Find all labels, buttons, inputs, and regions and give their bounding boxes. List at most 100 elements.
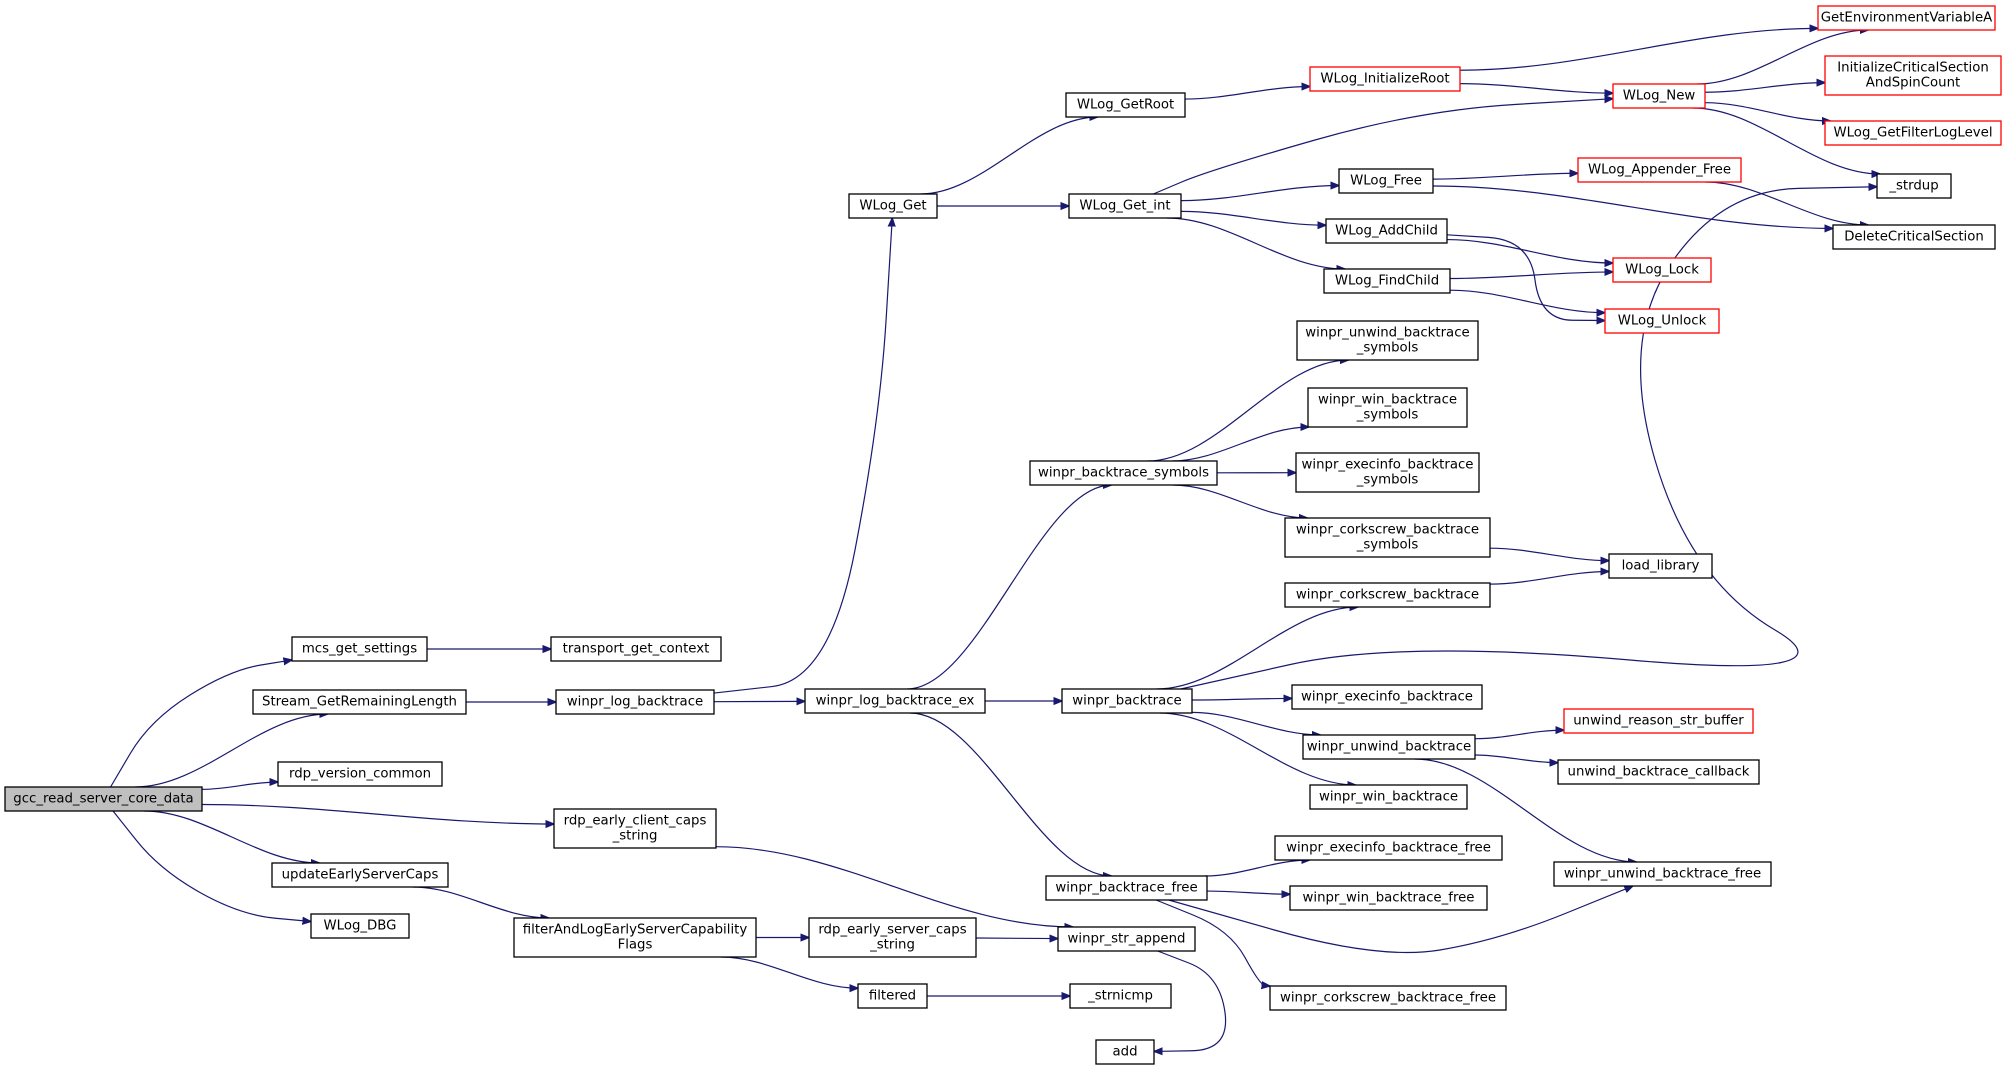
node-label: winpr_backtrace bbox=[1072, 694, 1181, 709]
node-getenvironmentvariablea[interactable]: GetEnvironmentVariableA bbox=[1817, 5, 1996, 31]
node-wlog-initializeroot[interactable]: WLog_InitializeRoot bbox=[1309, 66, 1461, 92]
node-updateearlyservercaps[interactable]: updateEarlyServerCaps bbox=[271, 862, 449, 888]
node-winpr-log-backtrace-ex[interactable]: winpr_log_backtrace_ex bbox=[804, 688, 986, 714]
edge-WLog_New-to-InitializeCriticalSectionAndSpinCount bbox=[1704, 83, 1825, 93]
node-winpr-corkscrew-backtrace-symbols[interactable]: winpr_corkscrew_backtrace_symbols bbox=[1284, 517, 1491, 558]
edge-gcc_read_server_core_data-to-rdp_early_client_caps_string bbox=[201, 803, 554, 824]
node-wlog-getroot[interactable]: WLog_GetRoot bbox=[1065, 92, 1186, 118]
edge-WLog_FindChild-to-WLog_Unlock bbox=[1449, 289, 1605, 313]
node-box bbox=[1284, 517, 1491, 558]
node-winpr-win-backtrace-free[interactable]: winpr_win_backtrace_free bbox=[1289, 885, 1488, 911]
node-wlog-getfilterloglevel[interactable]: WLog_GetFilterLogLevel bbox=[1824, 120, 2002, 146]
node-transport-get-context[interactable]: transport_get_context bbox=[550, 636, 722, 662]
edge-WLog_FindChild-to-WLog_Lock bbox=[1449, 272, 1613, 280]
node-filtered[interactable]: filtered bbox=[857, 983, 928, 1009]
node-label: unwind_reason_str_buffer bbox=[1573, 714, 1744, 729]
node-label: _symbols bbox=[1356, 473, 1419, 488]
node-wlog-get-int[interactable]: WLog_Get_int bbox=[1068, 193, 1182, 219]
node-unwind-backtrace-callback[interactable]: unwind_backtrace_callback bbox=[1557, 759, 1760, 785]
node--strnicmp[interactable]: _strnicmp bbox=[1069, 983, 1172, 1009]
node-wlog-appender-free[interactable]: WLog_Appender_Free bbox=[1577, 157, 1742, 183]
node-box bbox=[1302, 734, 1476, 760]
node-label: WLog_DBG bbox=[324, 919, 397, 934]
node-winpr-execinfo-backtrace-symbols[interactable]: winpr_execinfo_backtrace_symbols bbox=[1295, 452, 1480, 493]
node-winpr-win-backtrace[interactable]: winpr_win_backtrace bbox=[1309, 784, 1468, 810]
edge-filterAndLogEarlyServerCapabilityFlags-to-filtered bbox=[720, 956, 858, 988]
node-winpr-backtrace[interactable]: winpr_backtrace bbox=[1061, 688, 1193, 714]
node-box bbox=[1269, 985, 1507, 1011]
node-label: DeleteCriticalSection bbox=[1844, 230, 1984, 245]
node-box bbox=[1832, 224, 1996, 250]
node-mcs-get-settings[interactable]: mcs_get_settings bbox=[291, 636, 428, 662]
node-box bbox=[1291, 684, 1483, 710]
node-box bbox=[1309, 784, 1468, 810]
node-winpr-corkscrew-backtrace[interactable]: winpr_corkscrew_backtrace bbox=[1284, 582, 1491, 608]
node-gcc-read-server-core-data[interactable]: gcc_read_server_core_data bbox=[4, 786, 203, 812]
node-label: _string bbox=[869, 938, 915, 953]
node-box bbox=[804, 688, 986, 714]
node-wlog-new[interactable]: WLog_New bbox=[1612, 83, 1706, 109]
edge-winpr_backtrace-to-winpr_win_backtrace bbox=[1159, 712, 1356, 785]
node-unwind-reason-str-buffer[interactable]: unwind_reason_str_buffer bbox=[1563, 708, 1754, 734]
node--strdup[interactable]: _strdup bbox=[1876, 173, 1952, 199]
node-box bbox=[553, 808, 717, 849]
node-wlog-free[interactable]: WLog_Free bbox=[1338, 168, 1434, 194]
node-winpr-execinfo-backtrace[interactable]: winpr_execinfo_backtrace bbox=[1291, 684, 1483, 710]
edge-updateEarlyServerCaps-to-filterAndLogEarlyServerCapabilityFlags bbox=[412, 886, 549, 918]
edge-gcc_read_server_core_data-to-mcs_get_settings bbox=[110, 660, 292, 788]
node-winpr-str-append[interactable]: winpr_str_append bbox=[1057, 926, 1196, 952]
node-load-library[interactable]: load_library bbox=[1608, 553, 1713, 579]
node-label: Flags bbox=[618, 938, 653, 953]
edge-WLog_Get_int-to-WLog_Free bbox=[1180, 186, 1339, 202]
node-winpr-backtrace-symbols[interactable]: winpr_backtrace_symbols bbox=[1029, 460, 1218, 486]
node-winpr-log-backtrace[interactable]: winpr_log_backtrace bbox=[555, 689, 715, 715]
edge-winpr_unwind_backtrace-to-winpr_unwind_backtrace_free bbox=[1414, 758, 1637, 862]
node-label: winpr_backtrace_free bbox=[1055, 881, 1197, 896]
node-deletecriticalsection[interactable]: DeleteCriticalSection bbox=[1832, 224, 1996, 250]
node-label: winpr_backtrace_symbols bbox=[1038, 466, 1209, 481]
node-wlog-addchild[interactable]: WLog_AddChild bbox=[1325, 218, 1448, 244]
node-stream-getremaininglength[interactable]: Stream_GetRemainingLength bbox=[252, 689, 467, 715]
node-winpr-unwind-backtrace-free[interactable]: winpr_unwind_backtrace_free bbox=[1553, 861, 1772, 887]
node-wlog-dbg[interactable]: WLog_DBG bbox=[310, 913, 410, 939]
node-label: winpr_corkscrew_backtrace bbox=[1296, 588, 1479, 603]
node-box bbox=[310, 913, 410, 939]
node-add[interactable]: add bbox=[1095, 1039, 1155, 1065]
edge-winpr_unwind_backtrace-to-unwind_backtrace_callback bbox=[1474, 754, 1558, 763]
node-box bbox=[1095, 1039, 1155, 1065]
node-winpr-unwind-backtrace[interactable]: winpr_unwind_backtrace bbox=[1302, 734, 1476, 760]
node-winpr-execinfo-backtrace-free[interactable]: winpr_execinfo_backtrace_free bbox=[1274, 835, 1503, 861]
edge-WLog_Get-to-WLog_GetRoot bbox=[920, 117, 1098, 195]
edge-gcc_read_server_core_data-to-rdp_version_common bbox=[201, 782, 278, 790]
node-box bbox=[1289, 885, 1488, 911]
node-wlog-get[interactable]: WLog_Get bbox=[848, 193, 938, 219]
edge-WLog_New-to-_strdup bbox=[1692, 107, 1880, 174]
node-box bbox=[1824, 55, 2002, 96]
node-winpr-win-backtrace-symbols[interactable]: winpr_win_backtrace_symbols bbox=[1307, 387, 1468, 428]
node-box bbox=[1307, 387, 1468, 428]
node-wlog-unlock[interactable]: WLog_Unlock bbox=[1604, 308, 1720, 334]
node-wlog-lock[interactable]: WLog_Lock bbox=[1612, 257, 1712, 283]
node-winpr-unwind-backtrace-symbols[interactable]: winpr_unwind_backtrace_symbols bbox=[1296, 320, 1479, 361]
edge-winpr_log_backtrace-to-WLog_Get bbox=[713, 218, 892, 694]
edge-WLog_New-to-GetEnvironmentVariableA bbox=[1697, 30, 1868, 85]
node-label: winpr_execinfo_backtrace_free bbox=[1286, 841, 1491, 856]
node-rdp-version-common[interactable]: rdp_version_common bbox=[277, 761, 443, 787]
node-wlog-findchild[interactable]: WLog_FindChild bbox=[1323, 268, 1451, 294]
node-rdp-early-client-caps-string[interactable]: rdp_early_client_caps_string bbox=[553, 808, 717, 849]
node-box bbox=[1338, 168, 1434, 194]
node-label: winpr_log_backtrace_ex bbox=[816, 694, 975, 709]
node-winpr-backtrace-free[interactable]: winpr_backtrace_free bbox=[1045, 875, 1208, 901]
edge-WLog_Get_int-to-WLog_FindChild bbox=[1166, 217, 1345, 269]
node-winpr-corkscrew-backtrace-free[interactable]: winpr_corkscrew_backtrace_free bbox=[1269, 985, 1507, 1011]
edge-WLog_AddChild-to-WLog_Unlock bbox=[1446, 234, 1605, 321]
node-box bbox=[848, 193, 938, 219]
node-box bbox=[1824, 120, 2002, 146]
node-box bbox=[4, 786, 203, 812]
node-label: Stream_GetRemainingLength bbox=[262, 695, 457, 710]
node-rdp-early-server-caps-string[interactable]: rdp_early_server_caps_string bbox=[808, 917, 977, 958]
node-box bbox=[1612, 257, 1712, 283]
